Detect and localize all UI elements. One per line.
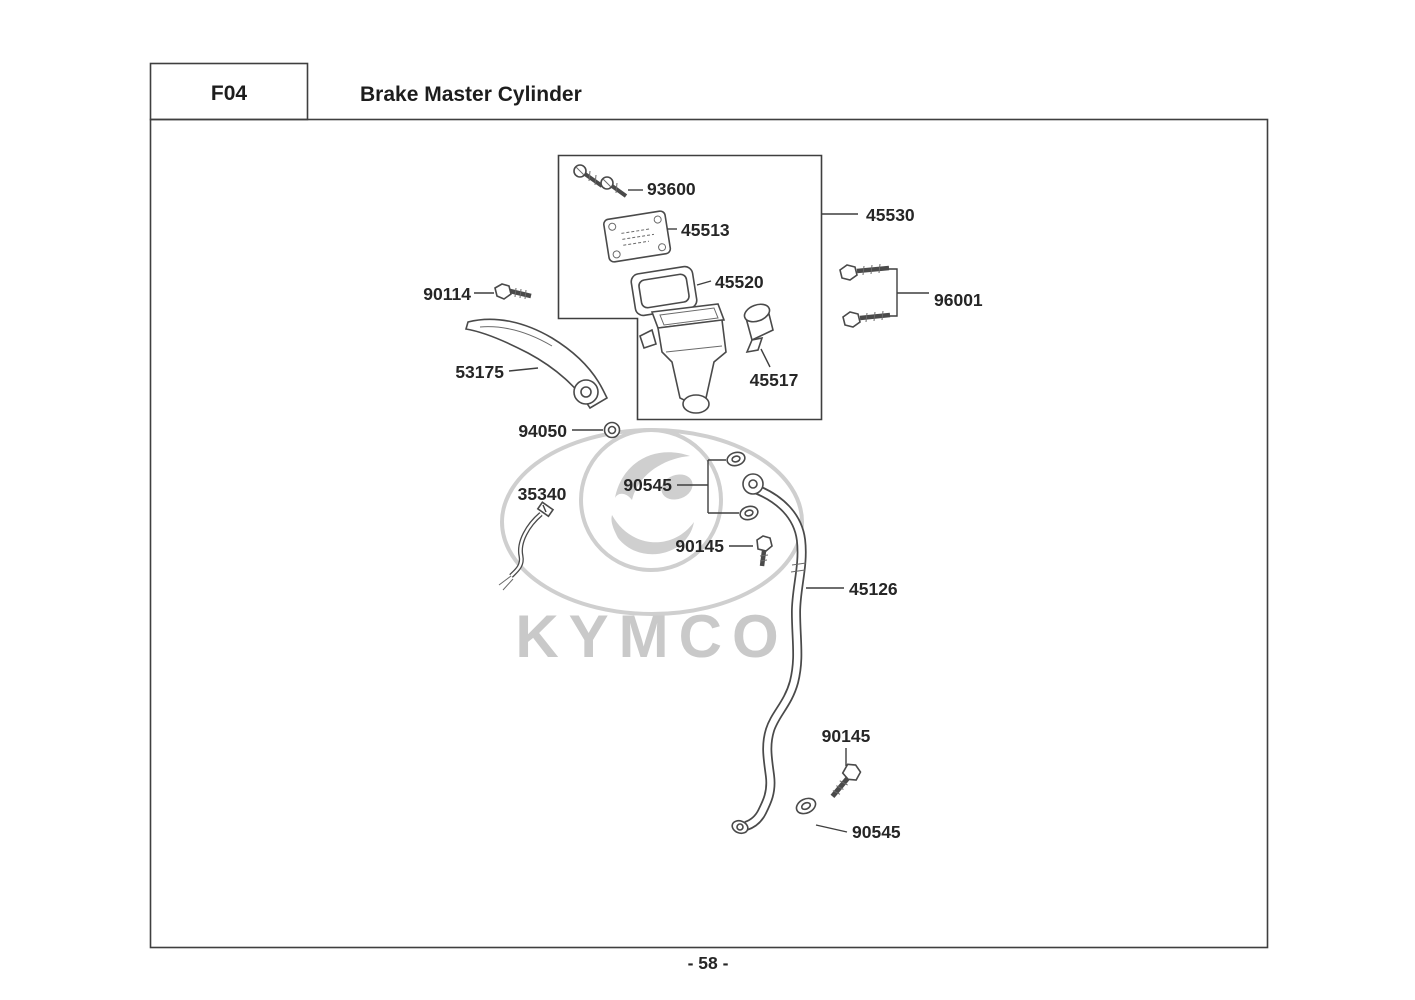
part-label-90145-mid: 90145 (675, 536, 724, 556)
part-label-45513: 45513 (681, 220, 730, 240)
part-label-93600: 93600 (647, 179, 696, 199)
leader-35340 (542, 504, 547, 513)
diaphragm-45520-drawing (630, 265, 698, 317)
part-label-45530: 45530 (866, 205, 915, 225)
washers-90545-top-drawing (726, 451, 759, 521)
part-label-53175: 53175 (455, 362, 504, 382)
page-title: Brake Master Cylinder (360, 83, 582, 106)
section-code: F04 (211, 82, 248, 105)
master-cylinder-body-drawing (639, 303, 727, 414)
brake-lever-53175-drawing (464, 318, 609, 410)
leader-45520 (696, 280, 712, 286)
part-label-45517: 45517 (750, 370, 799, 390)
kymco-emblem-icon (579, 428, 723, 572)
banjo-fitting-top (742, 473, 764, 495)
part-label-90545-top: 90545 (623, 475, 672, 495)
leader-53175 (508, 367, 539, 372)
bolt-90114-drawing (494, 283, 532, 300)
part-label-96001: 96001 (934, 290, 983, 310)
part-label-45126: 45126 (849, 579, 898, 599)
brake-hose-45126-drawing (731, 473, 807, 835)
page-frame (149, 118, 1269, 949)
page-number: - 58 - (688, 953, 729, 973)
bolt-90145-mid-drawing (756, 535, 773, 567)
kymco-watermark: KYMCO (500, 428, 804, 670)
banjo-fitting-bottom (731, 819, 749, 835)
leader-45517 (760, 348, 771, 368)
screws-93600-drawing (573, 164, 628, 198)
part-label-90114: 90114 (423, 284, 471, 304)
section-code-box (149, 62, 309, 121)
washer-90545-low-drawing (795, 797, 817, 815)
assembly-detail-box (557, 154, 823, 421)
bolt-90145-low-drawing (830, 763, 862, 799)
part-label-90145-low: 90145 (822, 726, 871, 746)
part-label-45520: 45520 (715, 272, 764, 292)
bolts-96001-drawing (839, 263, 891, 328)
part-label-94050: 94050 (518, 421, 567, 441)
switch-45517-drawing (743, 303, 774, 354)
reservoir-cap-45513-drawing (603, 210, 672, 263)
watermark-brand: KYMCO (515, 603, 788, 670)
leader-90545-top (677, 459, 739, 514)
part-label-35340: 35340 (518, 484, 567, 504)
nut-94050-drawing (603, 421, 621, 439)
leader-90545-low (815, 824, 848, 833)
part-label-90545-low: 90545 (852, 822, 901, 842)
leader-96001 (889, 268, 929, 317)
leader-lines (474, 189, 929, 833)
